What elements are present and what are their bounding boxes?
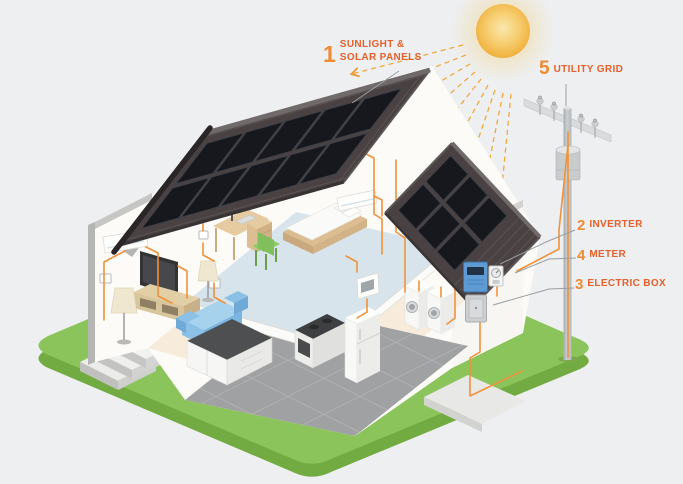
tv-console — [134, 284, 200, 322]
kitchen-island — [186, 319, 273, 386]
refrigerator — [344, 307, 381, 384]
kitchen — [186, 307, 381, 386]
roof-eave — [119, 180, 345, 247]
main-roof — [111, 67, 431, 255]
label-meter: 4 METER — [577, 246, 627, 264]
thermostat-panel — [356, 272, 380, 300]
leader-electric-box — [492, 287, 575, 306]
solar-panel — [174, 132, 246, 185]
stove — [294, 314, 345, 369]
label-text: UTILITY GRID — [553, 63, 624, 75]
label-text: ELECTRIC BOX — [587, 278, 666, 289]
solar-panel-array-wing — [397, 154, 508, 272]
wall-outlet — [99, 273, 112, 284]
solar-panel — [179, 165, 251, 219]
label-inverter: 2 INVERTER — [577, 216, 643, 234]
leader-inverter — [499, 229, 576, 265]
solar-panel — [258, 143, 330, 197]
chair — [252, 232, 280, 270]
sun — [451, 0, 555, 83]
leader-lines — [351, 70, 577, 306]
bedroom-floor — [186, 212, 452, 344]
leader-meter — [514, 257, 577, 274]
label-text: METER — [589, 249, 627, 260]
meter-box — [488, 265, 504, 287]
floor-lamp — [110, 287, 138, 345]
label-electric-box: 3 ELECTRIC BOX — [575, 275, 666, 293]
keyboard — [235, 214, 257, 225]
label-text: SUNLIGHT & SOLAR PANELS — [339, 39, 422, 63]
solar-panel — [297, 132, 369, 185]
solar-panel — [463, 196, 508, 243]
label-sunlight-solar-panels: 1 SUNLIGHT & SOLAR PANELS — [323, 39, 422, 68]
floor-lamp — [197, 260, 219, 303]
label-number: 4 — [577, 246, 586, 264]
solar-panel — [292, 98, 364, 152]
wall-outlet — [198, 230, 209, 240]
label-number: 1 — [323, 41, 336, 68]
solar-panel — [436, 225, 481, 272]
solar-panel-array-main — [140, 87, 403, 230]
solar-panel — [416, 204, 461, 251]
label-number: 2 — [577, 216, 586, 234]
solar-panel — [397, 183, 442, 230]
solar-panel — [218, 154, 290, 208]
label-number: 3 — [575, 275, 584, 293]
electric-box — [465, 294, 487, 323]
leader-sunlight — [351, 70, 400, 104]
solar-panel — [444, 175, 489, 222]
label-text: INVERTER — [589, 219, 643, 230]
kitchen-tile-floor — [185, 308, 468, 436]
solar-panel — [253, 109, 325, 163]
solar-panel — [213, 120, 285, 174]
solar-panel — [332, 87, 403, 141]
utility-pole — [516, 95, 612, 362]
insulator — [536, 95, 599, 138]
solar-panel — [140, 176, 211, 230]
roof-rake-beam — [111, 125, 213, 255]
label-utility-grid: 5 UTILITY GRID — [539, 58, 624, 79]
solar-panel — [425, 154, 469, 202]
label-number: 5 — [539, 58, 550, 79]
roof-rake-right — [343, 69, 431, 183]
air-conditioner-bedroom — [336, 189, 378, 212]
walkway — [424, 375, 526, 432]
roof-ridge — [205, 67, 431, 136]
inverter-box — [463, 261, 488, 293]
